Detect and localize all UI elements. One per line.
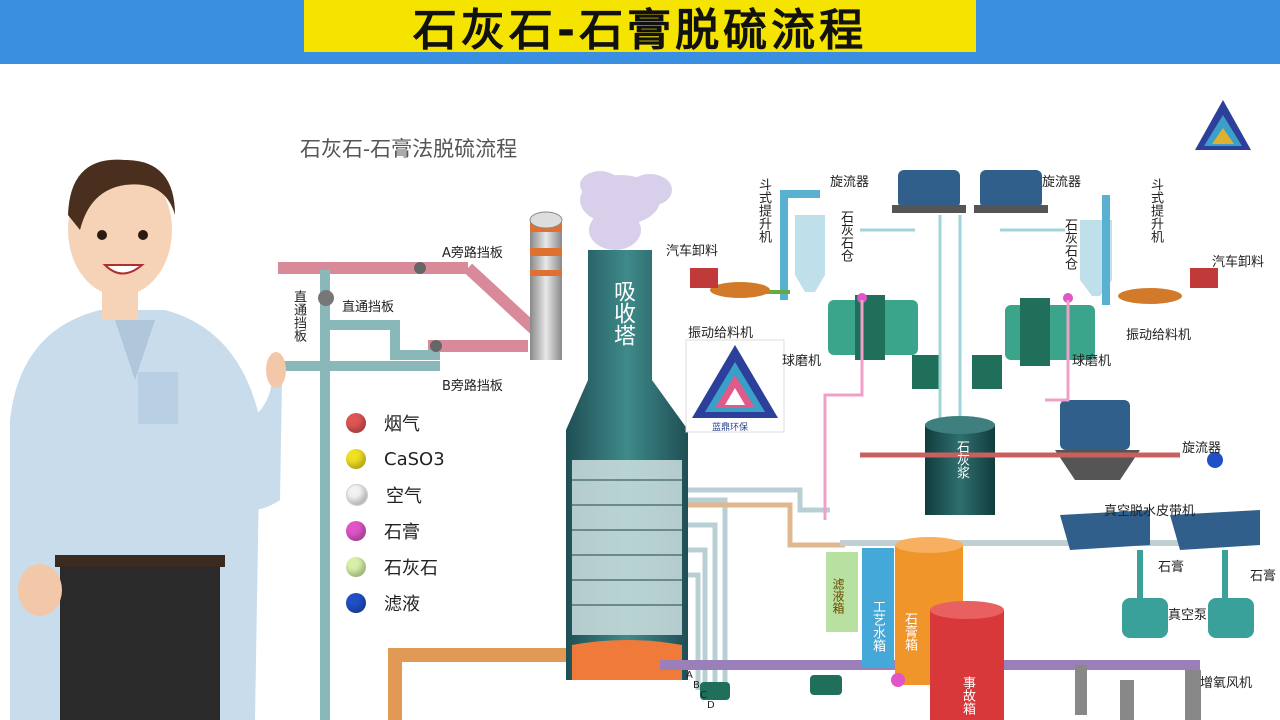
gypsum-label-1: 石膏 [1158,560,1185,575]
ball-mill-right-label: 球磨机 [1072,354,1112,369]
legend-dot-air [346,484,368,506]
truck-unload-right-label: 汽车卸料 [1212,255,1265,270]
vib-feeder-right-label: 振动给料机 [1126,328,1192,343]
vib-feeder-left-label: 振动给料机 [688,326,754,341]
accident-tank-label: 事故箱 [960,676,975,715]
legend-dot-gypsum [346,521,366,541]
legend-item: 空气 [346,477,445,513]
process-water-tank [862,548,894,668]
flue-gas-pipes [278,262,540,352]
logo-badge-center [685,339,785,433]
service-pipes [278,270,440,720]
filtrate-tank-label: 滤液箱 [831,578,845,614]
legend-label: 空气 [386,486,422,507]
legend-label: 石膏 [384,522,420,543]
badge-text: 蓝鼎环保 [712,423,749,433]
bucket-elevator-left-label: 斗式提升机 [756,178,771,243]
vacuum-belt-filters [1060,510,1260,550]
valve-c-label: C [700,690,707,701]
limestone-silo-left-label: 石灰石仓 [838,210,853,262]
ball-mill-left-label: 球磨机 [782,354,822,369]
legend-item: 石灰石 [346,549,445,585]
legend-label: 烟气 [384,414,420,435]
direct-baffle-vertical-label: 直通挡板 [291,290,306,342]
legend-dot-filtrate [346,593,366,613]
legend-dot-limestone [346,557,366,577]
limestone-silo-right-label: 石灰石仓 [1062,218,1077,270]
legend-item: 烟气 [346,405,445,441]
legend-label: CaSO3 [384,448,445,470]
legend-item: 滤液 [346,585,445,621]
legend-label: 滤液 [384,594,420,615]
banner-title: 石灰石-石膏脱硫流程 [412,5,868,56]
limestone-slurry-label: 石灰浆 [954,440,969,479]
process-water-tank-label: 工艺水箱 [870,600,885,652]
banner-title-box: 石灰石-石膏脱硫流程 [304,0,976,56]
inlet-pipe [388,648,566,720]
recirculation-pipes [688,487,830,690]
right-limestone-system [972,195,1218,389]
valve-d-label: D [707,700,715,711]
a-bypass-valve-icon [414,262,426,274]
b-bypass-valve-icon [430,340,442,352]
b-bypass-label: B旁路挡板 [442,379,503,394]
legend-dot-caso3 [346,449,366,469]
chimney [529,211,563,360]
pumps-bottom [700,675,842,700]
vacuum-belt-label: 真空脱水皮带机 [1104,504,1196,519]
cyclone-lower-label: 旋流器 [1182,441,1222,456]
legend-item: 石膏 [346,513,445,549]
smoke-plume [580,171,672,250]
gypsum-tank-label: 石膏箱 [902,612,917,651]
absorber-tower [566,250,688,680]
a-bypass-label: A旁路挡板 [442,246,503,261]
presenter-illustration [10,159,286,720]
absorber-label: 吸收塔 [610,280,635,346]
accident-tank [930,601,1004,720]
valve-b-label: B [693,680,700,691]
legend-dot-flue-gas [346,413,366,433]
left-limestone-system [690,190,940,389]
legend: 烟气 CaSO3 空气 石膏 石灰石 滤液 [346,405,445,621]
truck-unload-left-label: 汽车卸料 [666,244,719,259]
logo-badge-corner [1195,100,1251,150]
vacuum-pump-label: 真空泵 [1168,608,1208,623]
bucket-elevator-right-label: 斗式提升机 [1148,178,1163,243]
diagram-title: 石灰石-石膏法脱硫流程 [300,137,518,161]
legend-item: CaSO3 [346,441,445,477]
vacuum-pumps [1122,598,1254,638]
cyclone-right-label: 旋流器 [1042,175,1082,190]
cyclone-left-label: 旋流器 [830,175,870,190]
oxidation-fan-label: 增氧风机 [1200,676,1253,691]
limestone-slurry-tank [925,416,995,515]
valve-a-label: A [686,670,693,681]
lower-cyclone [1055,400,1140,480]
oxidation-fans [1075,665,1201,720]
direct-baffle-label: 直通挡板 [342,300,395,315]
filtrate-tank [826,552,858,632]
direct-baffle-valve-icon [318,290,334,306]
top-cyclones [892,170,1048,213]
gypsum-label-2: 石膏 [1250,569,1277,584]
legend-label: 石灰石 [384,558,438,579]
